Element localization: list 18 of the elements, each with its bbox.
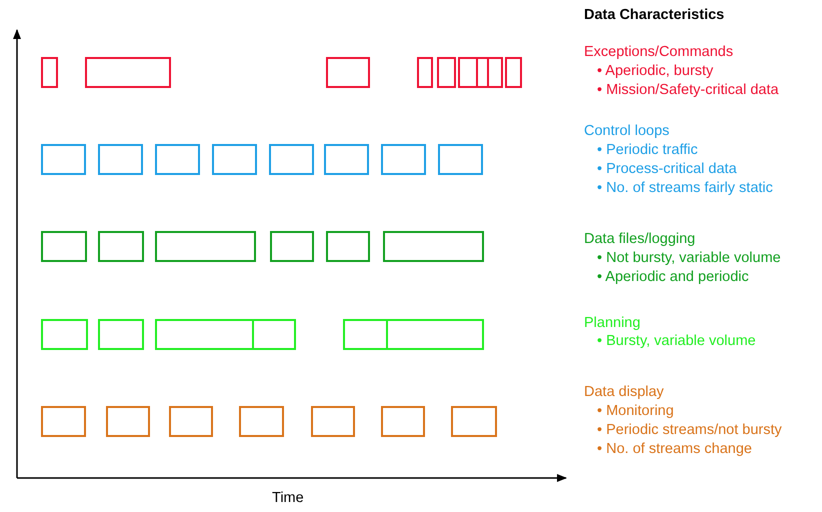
bullet-item: • Aperiodic and periodic — [597, 268, 749, 286]
bullet-item: • No. of streams change — [597, 440, 752, 458]
category-heading: Data display — [584, 383, 664, 401]
category-heading: Exceptions/Commands — [584, 43, 734, 61]
bullet-item: • Periodic traffic — [597, 141, 698, 159]
bullet-item: • Monitoring — [597, 402, 674, 420]
bullet-item: • Bursty, variable volume — [597, 332, 756, 350]
bullet-item: • Aperiodic, bursty — [597, 62, 714, 80]
category-heading: Data files/logging — [584, 230, 696, 248]
bullet-item: • Process-critical data — [597, 160, 737, 178]
category-heading: Control loops — [584, 122, 670, 140]
category-heading: Planning — [584, 314, 640, 332]
axis-label: Time — [272, 489, 304, 507]
bullet-item: • Not bursty, variable volume — [597, 249, 781, 267]
legend-heading: Data Characteristics — [584, 6, 724, 24]
bullet-item: • Periodic streams/not bursty — [597, 421, 782, 439]
bullet-item: • No. of streams fairly static — [597, 179, 773, 197]
bullet-item: • Mission/Safety-critical data — [597, 81, 779, 99]
